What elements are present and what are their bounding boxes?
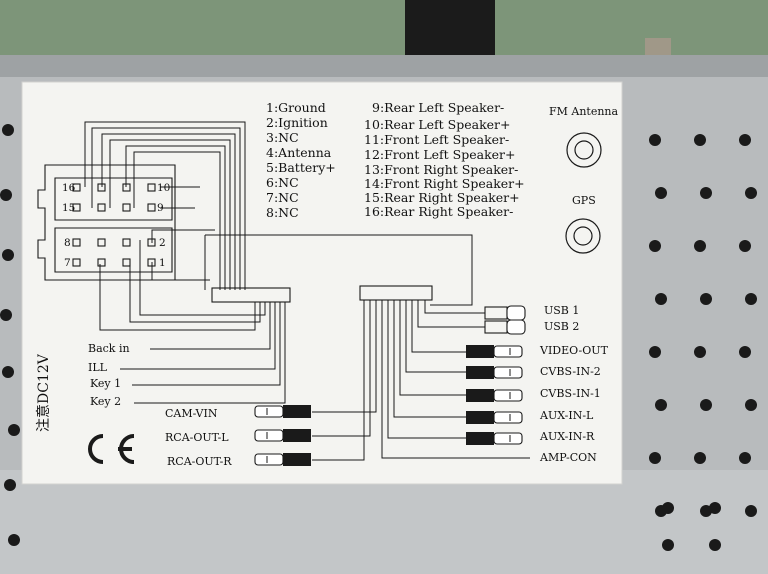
- vent-hole: [745, 505, 757, 517]
- rca-label: RCA-OUT-L: [165, 431, 229, 444]
- connector-pin-number: 1: [159, 257, 166, 269]
- vent-hole: [745, 399, 757, 411]
- pin-label: 12:Front Left Speaker+: [364, 147, 516, 162]
- vent-hole: [2, 366, 14, 378]
- vent-hole: [694, 240, 706, 252]
- vent-hole: [8, 424, 20, 436]
- fm-antenna-label: FM Antenna: [549, 105, 619, 118]
- pin-label: 6:NC: [266, 175, 299, 190]
- housing-rim: [0, 55, 768, 77]
- housing-bottom: [0, 470, 768, 574]
- vent-hole: [2, 124, 14, 136]
- vent-hole: [8, 534, 20, 546]
- wire-label: Key 2: [90, 395, 122, 408]
- ce-mark-logo: [88, 434, 135, 464]
- wire-label: ILL: [88, 361, 107, 374]
- pin-label: 4:Antenna: [266, 145, 332, 160]
- pin-label: 16:Rear Right Speaker-: [364, 204, 514, 219]
- port-label: USB 1: [544, 304, 580, 317]
- right-harness-plug: [359, 285, 433, 301]
- connector-wires: [84, 121, 473, 404]
- right-rca-connectors: [466, 345, 523, 445]
- vent-hole: [655, 293, 667, 305]
- left-rca-connectors: [254, 405, 311, 466]
- wire-label: Back in: [88, 342, 130, 355]
- vent-hole: [662, 502, 674, 514]
- vent-hole: [649, 346, 661, 358]
- connector-pin-number: 10: [157, 182, 171, 194]
- vent-hole: [709, 539, 721, 551]
- vent-hole: [0, 309, 12, 321]
- vent-hole: [0, 189, 12, 201]
- pin-label: 2:Ignition: [266, 115, 328, 130]
- pin-label: 8:NC: [266, 205, 299, 220]
- vent-hole: [649, 134, 661, 146]
- vent-hole: [4, 479, 16, 491]
- vent-hole: [709, 502, 721, 514]
- vent-hole: [745, 293, 757, 305]
- vent-hole: [655, 399, 667, 411]
- port-label: USB 2: [544, 320, 580, 333]
- port-label: AUX-IN-R: [540, 430, 595, 443]
- vent-hole: [700, 399, 712, 411]
- pin-label: 5:Battery+: [266, 160, 336, 175]
- port-label: AMP-CON: [540, 451, 597, 464]
- port-label: AUX-IN-L: [540, 409, 594, 422]
- connector-pin-number: 8: [64, 237, 71, 249]
- vent-hole: [649, 452, 661, 464]
- pin-label: 10:Rear Left Speaker+: [364, 117, 511, 132]
- rca-label: RCA-OUT-R: [167, 455, 232, 468]
- vent-hole: [739, 134, 751, 146]
- pin-label: 1:Ground: [266, 100, 326, 115]
- pin-label: 14:Front Right Speaker+: [364, 176, 525, 191]
- vent-hole: [694, 452, 706, 464]
- vent-hole: [739, 346, 751, 358]
- antenna-sockets: [565, 132, 602, 254]
- vent-hole: [2, 249, 14, 261]
- dc12v-note: 注意DC12V: [36, 354, 52, 432]
- connector-pin-number: 16: [62, 182, 76, 194]
- pin-label: 3:NC: [266, 130, 299, 145]
- pin-label: 7:NC: [266, 190, 299, 205]
- vent-hole: [700, 293, 712, 305]
- vent-holes: [0, 124, 757, 551]
- pin-label: 11:Front Left Speaker-: [364, 132, 510, 147]
- wiring-sticker: [21, 81, 623, 485]
- rca-label: CAM-VIN: [165, 407, 218, 420]
- connector-pin-number: 15: [62, 202, 76, 214]
- vent-hole: [700, 187, 712, 199]
- pin-label: 9:Rear Left Speaker-: [372, 100, 505, 115]
- connector-pin-number: 7: [64, 257, 71, 269]
- vent-hole: [745, 187, 757, 199]
- vent-hole: [739, 452, 751, 464]
- vent-hole: [739, 240, 751, 252]
- connector-pin-number: 2: [159, 237, 166, 249]
- port-label: CVBS-IN-2: [540, 365, 601, 378]
- pin-label: 15:Rear Right Speaker+: [364, 190, 520, 205]
- gps-label: GPS: [572, 194, 596, 207]
- vent-hole: [649, 240, 661, 252]
- vent-hole: [662, 539, 674, 551]
- connector-pin-number: 9: [157, 202, 164, 214]
- vent-hole: [694, 134, 706, 146]
- pin-label: 13:Front Right Speaker-: [364, 162, 519, 177]
- right-plug-wires: [312, 300, 530, 461]
- usb-connectors: [484, 305, 526, 335]
- vent-hole: [694, 346, 706, 358]
- vent-hole: [655, 187, 667, 199]
- left-harness-plug: [211, 287, 291, 303]
- port-label: CVBS-IN-1: [540, 387, 601, 400]
- port-label: VIDEO-OUT: [540, 344, 608, 357]
- wire-label: Key 1: [90, 377, 122, 390]
